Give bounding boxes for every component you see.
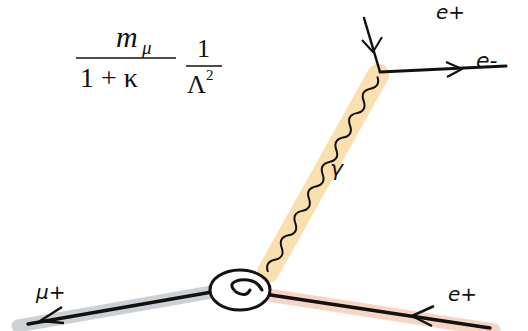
- particle-label: e-: [476, 50, 497, 72]
- blob-swirl: [232, 280, 262, 295]
- photon-line: [265, 75, 381, 274]
- formula-text: 1 + κ: [80, 64, 138, 92]
- fraction-bar: [186, 65, 222, 67]
- arrowhead: [362, 37, 382, 52]
- formula-superscript: 2: [206, 68, 214, 83]
- arrowhead: [40, 307, 64, 323]
- arrowhead: [412, 306, 434, 326]
- arrowhead: [446, 62, 462, 77]
- interaction-blob: [210, 270, 270, 310]
- formula-symbol: Λ: [187, 72, 206, 98]
- formula-symbol: m: [116, 22, 138, 52]
- particle-label: e+: [436, 2, 465, 22]
- formula-text: 1: [197, 36, 210, 62]
- particle-label: e+: [448, 284, 477, 304]
- formula-subscript: μ: [142, 38, 152, 57]
- particle-label: μ+: [36, 282, 65, 302]
- particle-label: γ: [330, 158, 343, 180]
- fraction-bar: [76, 57, 176, 59]
